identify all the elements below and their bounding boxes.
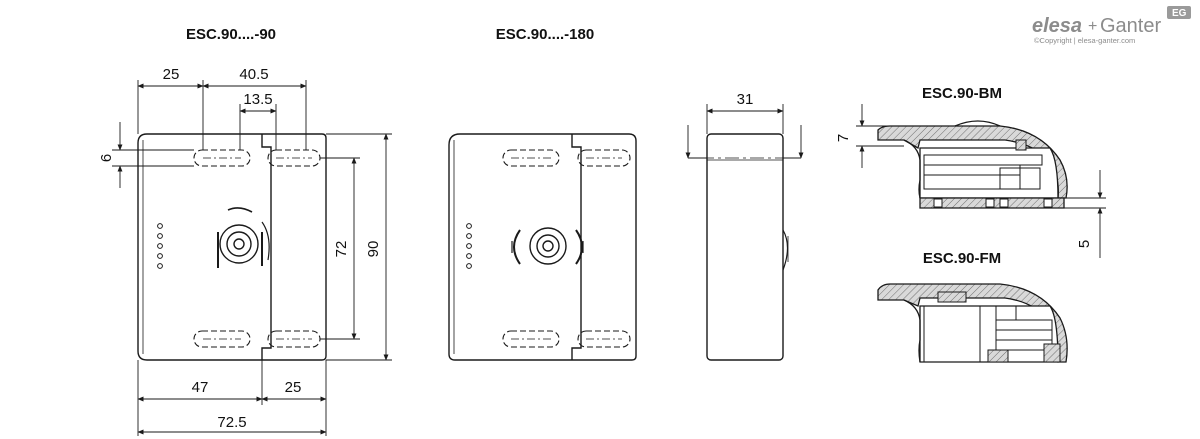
dim-bm-height: 7 — [835, 134, 852, 142]
side-view-outline — [706, 133, 784, 361]
brand-logo: elesa + Ganter EG ©Copyright | elesa-gan… — [1032, 6, 1191, 45]
view-90-title: ESC.90....-90 — [186, 26, 276, 43]
brand-badge: EG — [1172, 8, 1187, 19]
view-90-cover-step — [261, 134, 272, 360]
view-90-housing-outline — [137, 133, 327, 361]
view-180-slots — [502, 149, 631, 348]
dim-inner: 13.5 — [243, 91, 272, 108]
fm-internal-parts — [923, 291, 1061, 363]
dim-bottom-right: 25 — [285, 379, 302, 396]
view-180-housing-outline — [448, 133, 637, 361]
bm-internal-parts — [923, 139, 1043, 190]
view-90-lock-icon — [217, 207, 270, 268]
side-view — [700, 133, 790, 361]
brand-name-ganter: Ganter — [1100, 15, 1161, 37]
view-180-front — [448, 133, 637, 361]
dim-inner-height: 72 — [333, 241, 350, 258]
fm-title: ESC.90-FM — [923, 250, 1001, 267]
view-180-lock-icon — [511, 227, 584, 265]
dim-bm-offset: 5 — [1076, 240, 1093, 248]
view-90-led-dots — [157, 223, 163, 269]
bm-dimensions — [856, 104, 1106, 258]
brand-copyright: ©Copyright | elesa-ganter.com — [1034, 36, 1135, 45]
dim-slot-offset: 6 — [98, 154, 115, 162]
side-view-dimensions — [685, 104, 804, 159]
view-180-cover-step — [571, 134, 582, 360]
view-180-led-dots — [466, 223, 472, 269]
fm-section — [877, 283, 1068, 363]
dim-total-width: 72.5 — [217, 414, 246, 431]
view-180-title: ESC.90....-180 — [496, 26, 594, 43]
brand-badge-icon — [1167, 6, 1191, 19]
view-90-dimensions — [112, 80, 392, 436]
brand-plus: + — [1088, 18, 1097, 35]
dim-bottom-left: 47 — [192, 379, 209, 396]
bm-title: ESC.90-BM — [922, 85, 1002, 102]
dim-total-height: 90 — [365, 241, 382, 258]
bm-section — [877, 120, 1068, 209]
brand-name-elesa: elesa — [1032, 15, 1082, 37]
dim-top-right: 40.5 — [239, 66, 268, 83]
dim-top-left: 25 — [163, 66, 180, 83]
view-90-front — [137, 133, 327, 361]
dim-depth: 31 — [737, 91, 754, 108]
